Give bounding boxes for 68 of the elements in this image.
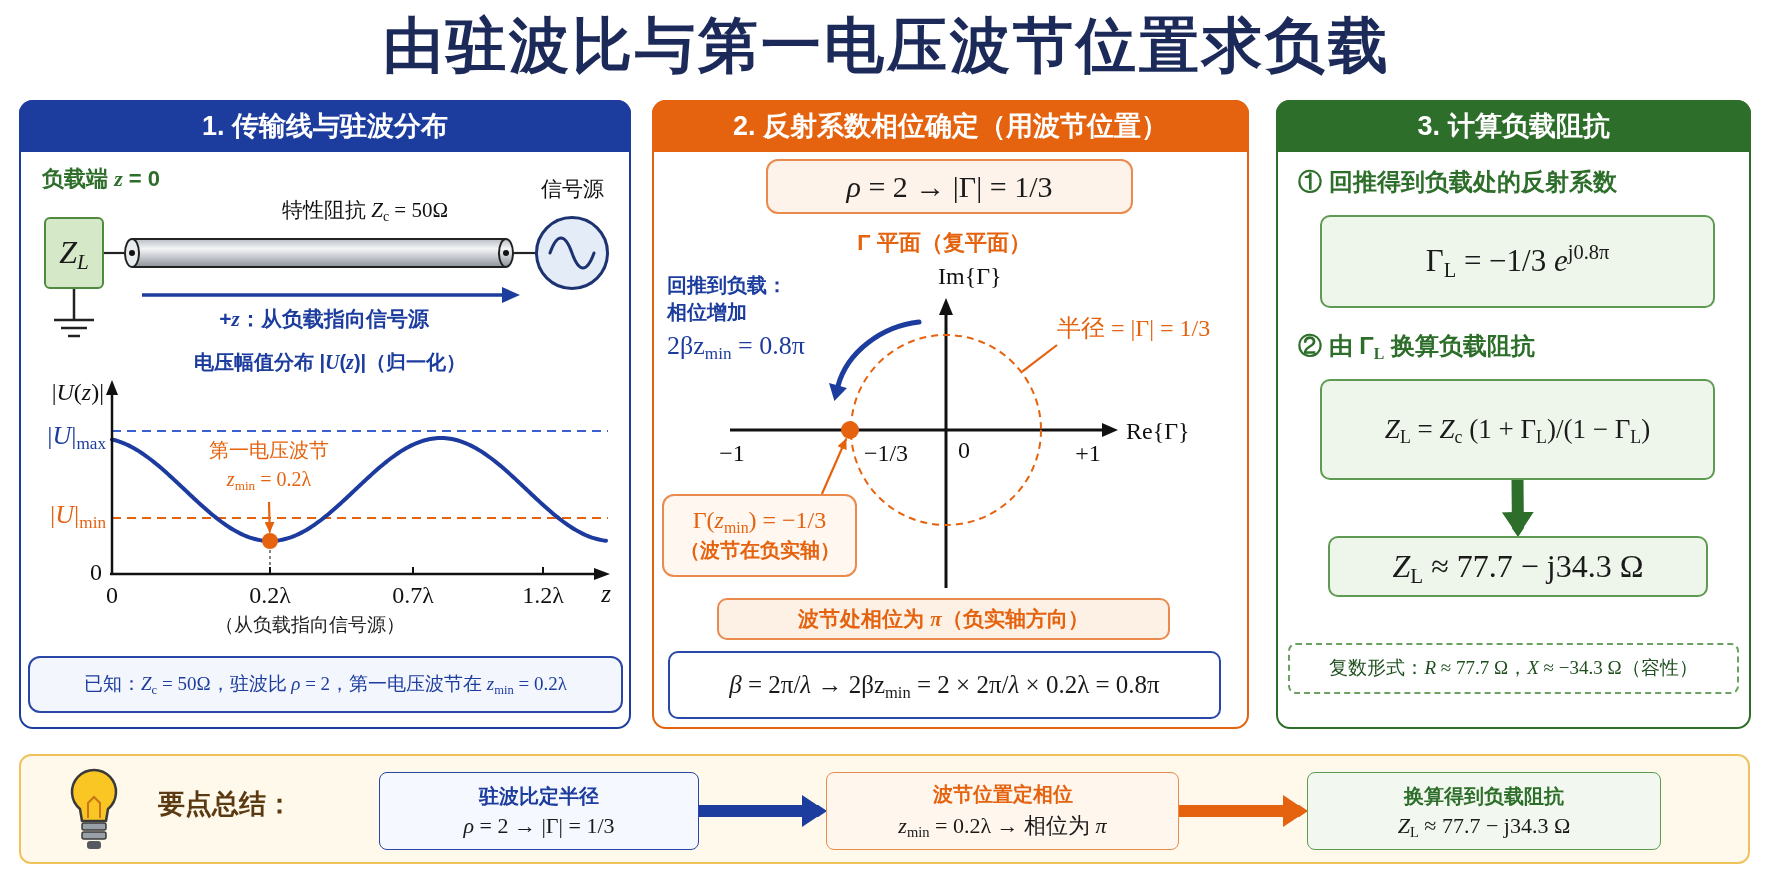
section-panel	[1276, 100, 1751, 729]
summary-card	[826, 772, 1179, 850]
node-point-marker	[841, 421, 859, 439]
axis-label: Im{Γ}	[938, 263, 1002, 290]
caption-text: 信号源	[540, 176, 604, 202]
caption-text: 负载端 z = 0	[42, 165, 160, 193]
note-box: 复数形式：R ≈ 77.7 Ω，X ≈ −34.3 Ω（容性）	[1288, 643, 1739, 694]
tick-label: −1/3	[863, 440, 909, 467]
page-title: 由驻波比与第一电压波节位置求负载	[383, 11, 1391, 81]
axis-label: |U|$_{max}$	[47, 421, 106, 451]
direction-text: +z：从负载指向信号源	[219, 306, 429, 333]
note-text: 回推到负载：相位增加	[667, 273, 788, 325]
card-heading: 波节位置定相位	[932, 782, 1073, 807]
formula-text: Z$_{L}$ ≈ 77.7 − j34.3 Ω	[1397, 813, 1571, 839]
card-heading: 换算得到负载阻抗	[1404, 784, 1564, 809]
section-panel	[652, 100, 1249, 729]
tick-label: 0	[106, 582, 118, 609]
ac-source-symbol	[535, 216, 609, 290]
leader-arrow	[264, 501, 275, 534]
summary-heading: 要点总结：	[158, 788, 293, 821]
leader-line	[1021, 344, 1058, 373]
axis-label: |U|$_{min}$	[50, 500, 106, 530]
leader-arrow	[820, 437, 848, 495]
formula-box: β = 2π/λ → 2βz$_{min}$ = 2 × 2π/λ × 0.2λ = 0.8π	[668, 651, 1221, 719]
tick-label: 1.2λ	[522, 582, 564, 609]
step-heading: ② 由 Γ$_{L}$ 换算负载阻抗	[1298, 331, 1535, 362]
tick-label: 0	[90, 559, 102, 586]
annotation-text: 半径 = |Γ| = 1/3	[1057, 311, 1232, 345]
transmission-line-cable	[124, 238, 514, 268]
tick-label: +1	[1075, 440, 1101, 467]
load-impedance-box: Z$_{L}$	[44, 217, 104, 289]
wire	[104, 251, 124, 255]
formula-text: ρ = 2 → |Γ| = 1/3	[463, 813, 615, 839]
tick-label: 0.2λ	[249, 582, 291, 609]
minimum-point-marker	[262, 533, 278, 549]
caption-text: （从负载指向信号源）	[215, 613, 405, 637]
panel-header: 2. 反射系数相位确定（用波节位置）	[652, 100, 1249, 152]
note-text: （波节在负实轴）	[679, 538, 840, 563]
step-heading: ① 回推得到负载处的反射系数	[1298, 167, 1617, 197]
axis-label: |U(z)|	[51, 379, 104, 406]
axis-label: z	[601, 580, 611, 608]
panel-header: 3. 计算负载阻抗	[1276, 100, 1751, 152]
axis-label: Re{Γ}	[1126, 418, 1190, 445]
formula-text: z$_{min}$ = 0.2λ → 相位为 π	[898, 812, 1107, 841]
formula-text: Γ(z$_{min}$) = −1/3	[692, 507, 827, 534]
caption-text: 特性阻抗 Z$_{c}$ = 50Ω	[282, 197, 448, 224]
result-box: Z$_{L}$ ≈ 77.7 − j34.3 Ω	[1328, 536, 1708, 597]
callout-box	[662, 494, 857, 577]
formula-box: Γ$_{L}$ = −1/3 e$^{j0.8π}$	[1320, 215, 1715, 308]
radius-circle	[850, 334, 1042, 526]
panel-header: 1. 传输线与驻波分布	[19, 100, 631, 152]
wire	[514, 251, 535, 255]
annotation-text: 第一电压波节 z$_{min}$ = 0.2λ	[201, 436, 337, 502]
plot-title: 电压幅值分布 |U(z)|（归一化）	[193, 350, 467, 375]
tick-label: 0	[958, 437, 970, 464]
card-heading: 驻波比定半径	[479, 784, 599, 809]
summary-panel	[19, 754, 1750, 864]
summary-card	[1307, 772, 1661, 850]
formula-box: ρ = 2 → |Γ| = 1/3	[766, 159, 1133, 214]
formula-box: Z$_{L}$ = Z$_{c}$ (1 + Γ$_{L}$)/(1 − Γ$_{L}$)	[1320, 379, 1715, 480]
tick-label: −1	[719, 440, 745, 467]
plot-title: Γ 平面（复平面）	[857, 229, 1031, 257]
summary-card	[379, 772, 699, 850]
section-panel	[19, 100, 631, 729]
note-box: 波节处相位为 π（负实轴方向）	[717, 598, 1170, 640]
formula-text: 2βz$_{min}$ = 0.8π	[667, 331, 805, 361]
tick-label: 0.7λ	[392, 582, 434, 609]
given-data-box: 已知：Z$_{c}$ = 50Ω，驻波比 ρ = 2，第一电压波节在 z$_{min}$ = 0.2λ	[28, 656, 623, 713]
